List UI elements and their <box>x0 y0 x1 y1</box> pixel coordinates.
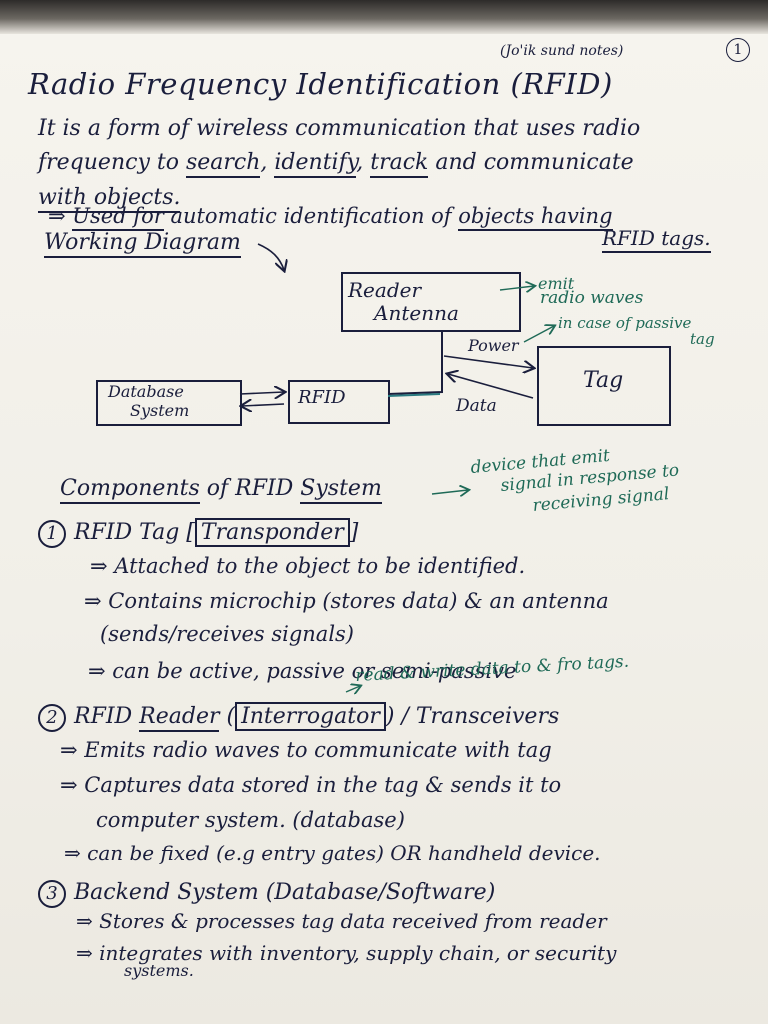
power-arrow <box>443 355 533 368</box>
page-title: Radio Frequency Identification (RFID) <box>28 67 613 101</box>
passive-arrow <box>523 326 554 343</box>
page-number: 1 <box>726 38 750 62</box>
c1-title-c: ] <box>349 520 359 545</box>
components-note-arrow <box>431 490 468 494</box>
antenna-connector <box>387 330 443 395</box>
c3-bullet-1: ⇒ Stores & processes tag data received f… <box>76 909 607 933</box>
c2-title-a: RFID <box>74 704 140 729</box>
reader-word: Reader <box>139 704 220 732</box>
components-mid: of RFID <box>199 476 301 501</box>
c1-bullet-1: ⇒ Attached to the object to be identifie… <box>90 554 526 578</box>
keyword-track: track <box>370 150 429 178</box>
components-heading: Components of RFID System <box>60 476 382 504</box>
passive-label: in case of passive <box>558 314 692 332</box>
keyword-objects: with objects. <box>38 185 181 213</box>
used-for-line: ⇒ Used for automatic identification of o… <box>48 204 613 231</box>
c3-title: Backend System (Database/Software) <box>74 880 496 905</box>
system-word: System <box>300 476 382 504</box>
c1-bullet-2: ⇒ Contains microchip (stores data) & an … <box>84 589 609 613</box>
emit-label: emit <box>538 274 575 293</box>
used-for-text: automatic identification of <box>163 204 459 228</box>
tag-box <box>537 346 671 426</box>
db-to-rfid-arrow <box>239 392 284 394</box>
rfid-link <box>387 393 441 397</box>
working-diagram-label: Working Diagram <box>44 230 241 258</box>
component-2-title: 2 RFID Reader (Interrogator) / Transceive… <box>38 702 560 732</box>
c2-bullet-3: ⇒ can be fixed (e.g entry gates) OR hand… <box>64 841 601 865</box>
c1-bullet-2b: (sends/receives signals) <box>100 622 354 646</box>
transponder-label: Transponder <box>194 518 350 547</box>
intro-line-1: It is a form of wireless communication t… <box>38 116 641 141</box>
power-label: Power <box>468 336 519 355</box>
rfid-tags-label: RFID tags. <box>602 226 711 253</box>
data-arrow <box>448 374 534 399</box>
reader-label: Reader <box>348 278 422 302</box>
c2-bullet-2b: computer system. (database) <box>96 808 405 832</box>
c1-bullet-3: ⇒ can be active, passive or semi-passive <box>88 659 517 683</box>
interrogator-label: Interrogator <box>235 702 386 731</box>
radio-waves-label: radio waves <box>540 288 644 308</box>
c3-bullet-2: ⇒ integrates with inventory, supply chai… <box>76 941 617 965</box>
c2-title-e: ) / Transceivers <box>385 704 560 729</box>
c2-bullet-2: ⇒ Captures data stored in the tag & send… <box>60 773 562 797</box>
component-1-number: 1 <box>38 520 66 548</box>
database-label: Database <box>108 382 184 401</box>
tag-label: Tag <box>583 368 624 393</box>
rfid-box <box>288 380 390 424</box>
component-3-number: 3 <box>38 880 66 908</box>
system-label: System <box>130 401 190 420</box>
working-diagram-heading: Working Diagram <box>44 230 241 258</box>
keyword-identify: identify <box>274 150 357 178</box>
read-write-arrow <box>345 686 360 692</box>
c2-bullet-1: ⇒ Emits radio waves to communicate with … <box>60 738 552 762</box>
c1-title-a: RFID Tag [ <box>74 520 195 545</box>
component-2-number: 2 <box>38 704 66 732</box>
top-note: (Jo'ik sund notes) <box>500 43 624 59</box>
passive-tag-label: tag <box>690 330 715 348</box>
intro-line-2: frequency to search, identify, track and… <box>38 150 634 178</box>
component-3-title: 3 Backend System (Database/Software) <box>38 880 495 908</box>
page-top-edge <box>0 0 768 34</box>
component-1-title: 1 RFID Tag [Transponder] <box>38 518 359 548</box>
used-for-label: Used for <box>72 204 164 231</box>
components-word: Components <box>60 476 200 504</box>
used-for-objects: objects having <box>458 204 613 231</box>
rfid-to-db-arrow <box>242 404 285 406</box>
c2-title-c: ( <box>219 704 236 729</box>
intro-prefix: frequency to <box>38 150 186 175</box>
rfid-tags-text: RFID tags. <box>602 226 711 253</box>
working-diagram-arrow <box>257 243 284 270</box>
intro-line-3: with objects. <box>38 185 181 213</box>
data-label: Data <box>456 396 497 416</box>
keyword-search: search <box>185 150 261 178</box>
antenna-label: Antenna <box>374 301 459 325</box>
c3-bullet-2b: systems. <box>124 961 194 980</box>
rfid-label: RFID <box>298 387 346 408</box>
arrow-prefix: ⇒ <box>48 204 73 228</box>
intro-suffix: and communicate <box>428 150 634 175</box>
